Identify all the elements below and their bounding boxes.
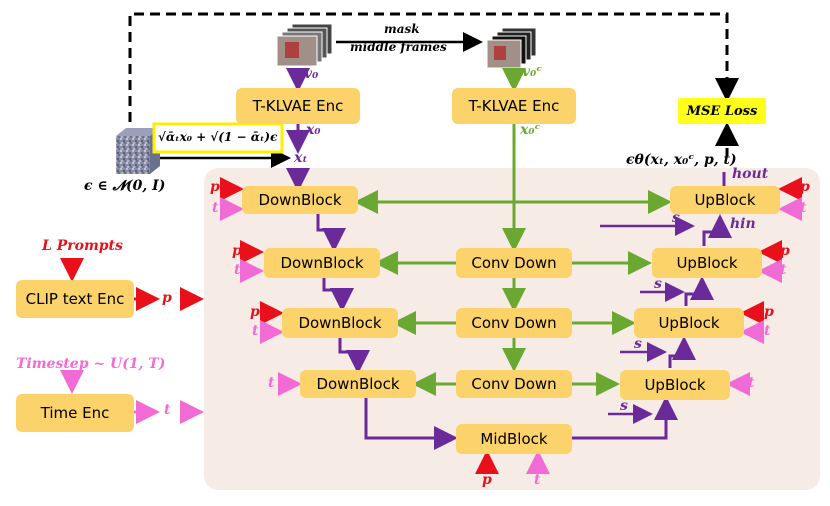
up-block-3: UpBlock [634, 308, 744, 338]
down-block-4: DownBlock [300, 370, 416, 398]
t-label-u3: t [764, 323, 771, 339]
time-t-label: t [164, 402, 171, 418]
p-label-mid: p [482, 472, 492, 488]
t-label-mid: t [534, 472, 541, 488]
down-block-1: DownBlock [242, 186, 358, 214]
s-label-4: s [620, 398, 628, 414]
x0c-label: x₀ᶜ [520, 122, 541, 138]
t-label-d3: t [252, 323, 259, 339]
p-label-d1: p [210, 179, 220, 195]
p-label-u1: p [800, 179, 810, 195]
xt-label: xₜ [294, 150, 308, 166]
t-label-d2: t [234, 262, 241, 278]
dashed-loss-path [128, 12, 739, 138]
conv-down-1: Conv Down [456, 248, 572, 278]
clip-p-label: p [162, 290, 172, 306]
t-label-u4: t [748, 375, 755, 391]
p-label-u3: p [764, 304, 774, 320]
t-label-u1: t [800, 200, 807, 216]
up-block-1: UpBlock [670, 186, 780, 214]
up-block-4: UpBlock [620, 370, 730, 400]
l-prompts-label: L Prompts [42, 238, 123, 254]
p-label-d2: p [232, 243, 242, 259]
down-block-2: DownBlock [264, 248, 380, 278]
masked-frames-stack-icon [486, 27, 537, 69]
mid-block: MidBlock [456, 424, 572, 454]
time-enc-box: Time Enc [16, 394, 134, 432]
s-label-2: s [654, 276, 662, 292]
s-label-3: s [634, 336, 642, 352]
h-out-label: hout [732, 166, 769, 182]
down-block-3: DownBlock [282, 308, 398, 338]
timestep-label: Timestep ~ U(1, T) [16, 356, 166, 372]
eps-theta-label: ϵθ(xₜ, x₀ᶜ, p, t) [626, 152, 737, 168]
s-label-1: s [672, 210, 680, 226]
t-label-d1: t [212, 200, 219, 216]
t-klvae-enc-box-2: T-KLVAE Enc [452, 88, 576, 124]
conv-down-3: Conv Down [456, 370, 572, 398]
x0-label: x₀ [306, 122, 321, 138]
up-block-2: UpBlock [652, 248, 762, 278]
v0-label: v₀ [304, 66, 319, 82]
epsilon-label: ϵ ∈ 𝓝(0, I) [84, 178, 166, 194]
clip-text-enc-box: CLIP text Enc [16, 280, 134, 318]
mse-loss-box: MSE Loss [678, 98, 766, 124]
v0c-label: v₀ᶜ [522, 64, 543, 80]
middle-frames-label: middle frames [350, 40, 447, 54]
noise-formula-text: √ᾱₜx₀ + √(1 − ᾱₜ)ϵ [158, 130, 278, 144]
t-klvae-enc-box-1: T-KLVAE Enc [236, 88, 360, 124]
h-in-label: hin [730, 216, 756, 232]
mask-label: mask [384, 22, 420, 36]
video-frames-stack-icon [276, 23, 333, 67]
p-label-d3: p [250, 304, 260, 320]
t-label-d4: t [268, 375, 275, 391]
p-label-u2: p [780, 243, 790, 259]
noise-formula-box [152, 122, 284, 154]
conv-down-2: Conv Down [456, 308, 572, 338]
t-label-u2: t [780, 262, 787, 278]
